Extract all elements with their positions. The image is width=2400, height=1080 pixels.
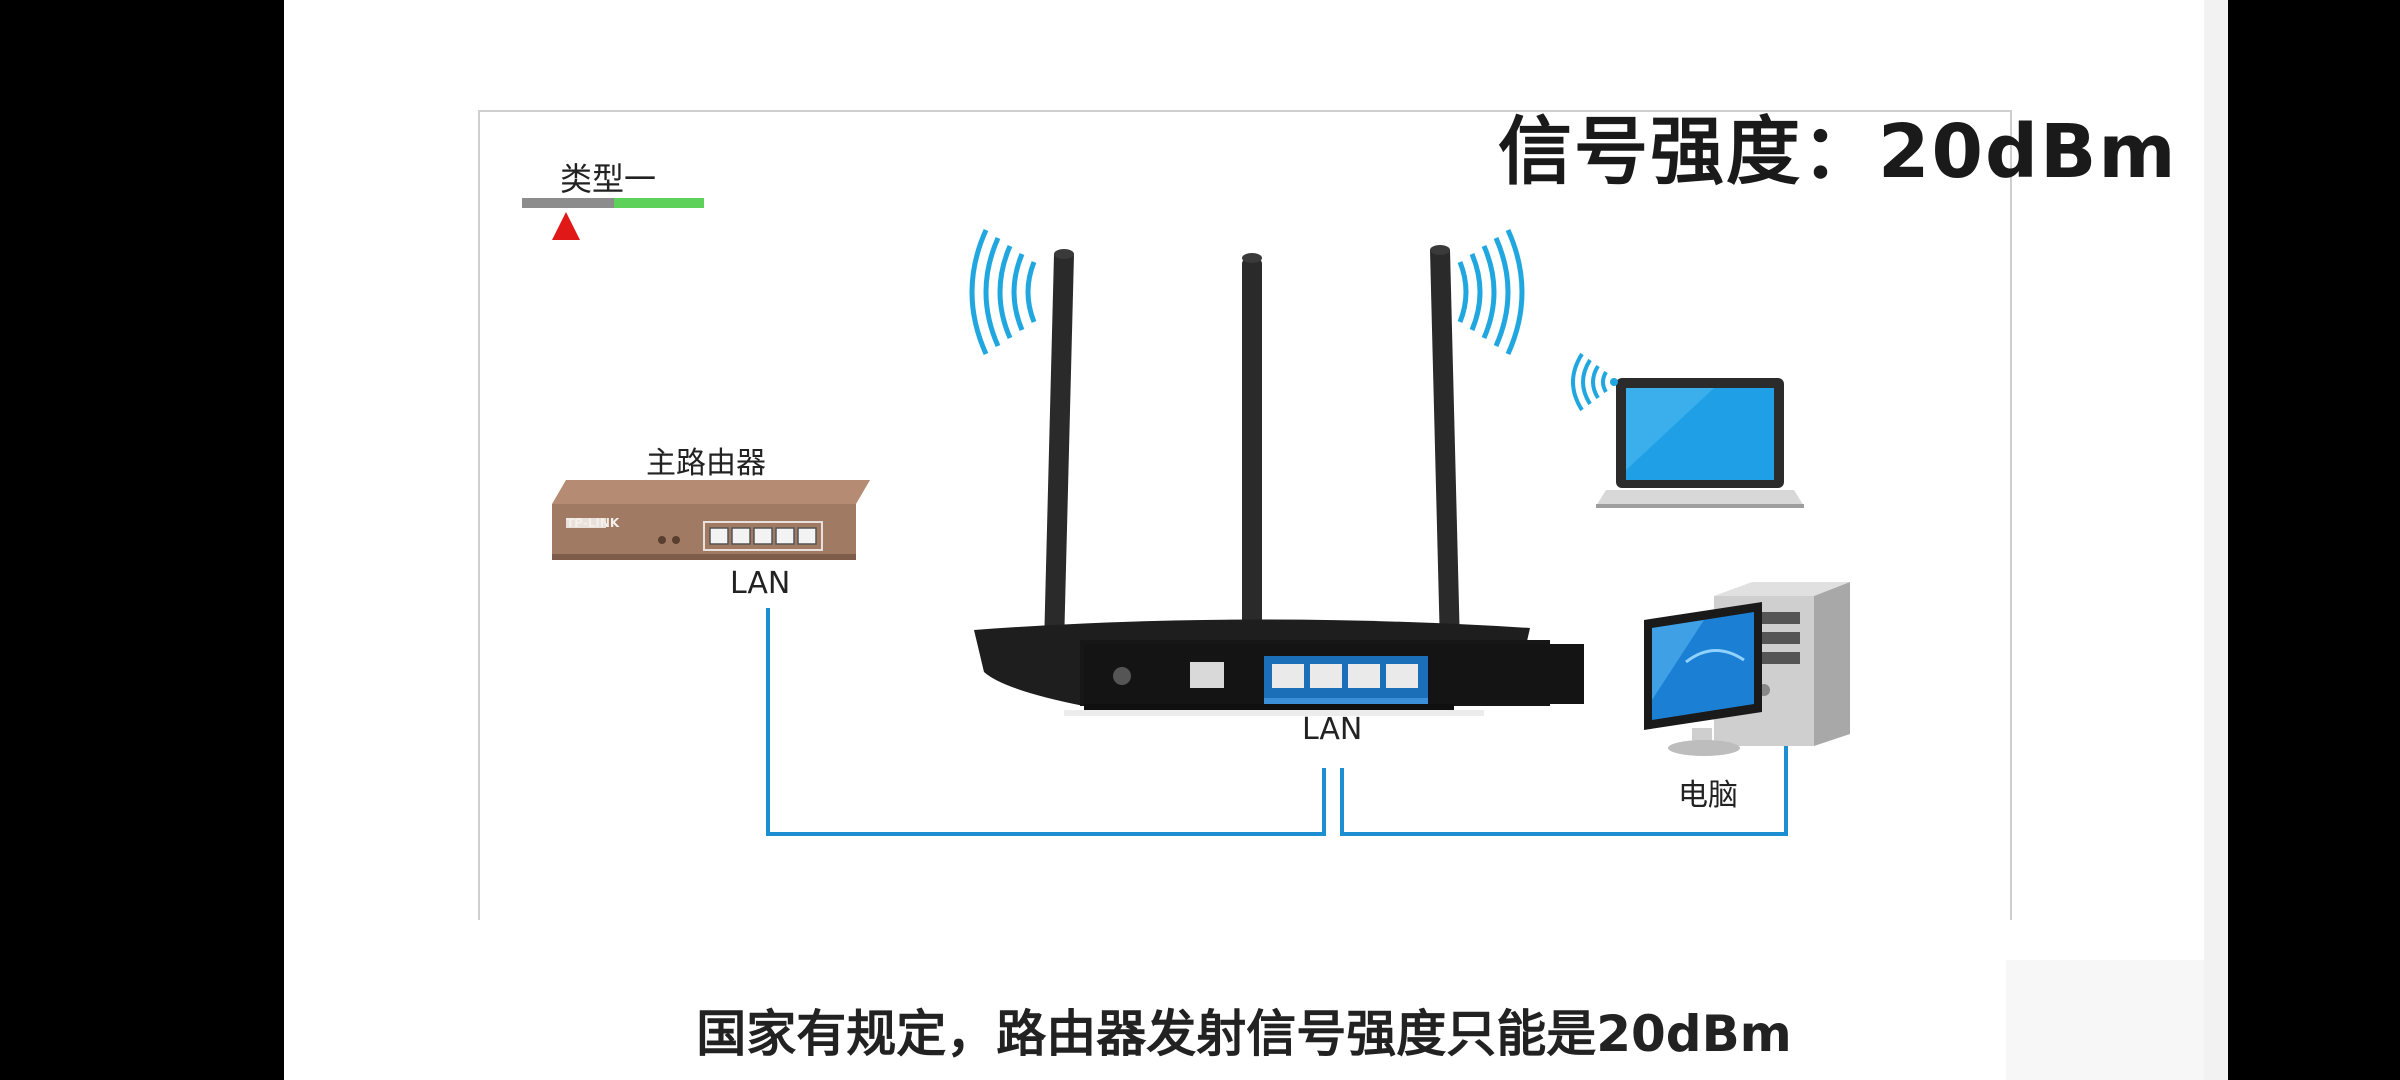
router-antenna-left: [1044, 249, 1074, 646]
signal-strength-title: 信号强度：20dBm: [1498, 109, 2178, 195]
network-diagram: [552, 228, 1850, 836]
wifi-signal-icon-left: [969, 228, 1037, 356]
wifi-signal-icon-right: [1457, 228, 1525, 356]
main-router-label: 主路由器: [646, 446, 766, 481]
subtitle-caption: 国家有规定，路由器发射信号强度只能是20dBm: [696, 1005, 1792, 1063]
lan-cable-right: [1340, 746, 1788, 836]
main-router-icon: [552, 480, 870, 560]
laptop-icon: [1596, 378, 1804, 508]
router-antenna-center: [1242, 253, 1262, 646]
router-lan-label: LAN: [1302, 712, 1363, 747]
type-indicator-marker-icon: [552, 212, 580, 240]
computer-label: 电脑: [1678, 778, 1738, 813]
desktop-computer-icon: [1644, 582, 1850, 756]
router-antenna-right: [1430, 245, 1460, 646]
slide-border: [478, 110, 2012, 920]
type-indicator-green: [614, 198, 704, 208]
main-router-lan-label: LAN: [730, 566, 791, 601]
type-label: 类型一: [560, 160, 657, 198]
video-frame[interactable]: 信号强度：20dBm 类型一: [284, 0, 2204, 1080]
laptop-wifi-icon: [1571, 352, 1618, 412]
screen-glare: [2006, 960, 2204, 1080]
wifi-router-icon: [974, 619, 1584, 716]
type-indicator-gray: [522, 198, 614, 208]
right-edge-strip: [2204, 0, 2228, 1080]
type-indicator-bar: [522, 198, 704, 208]
lan-cable-left: [766, 608, 1326, 836]
main-router-brand: TP-LINK: [566, 516, 620, 530]
